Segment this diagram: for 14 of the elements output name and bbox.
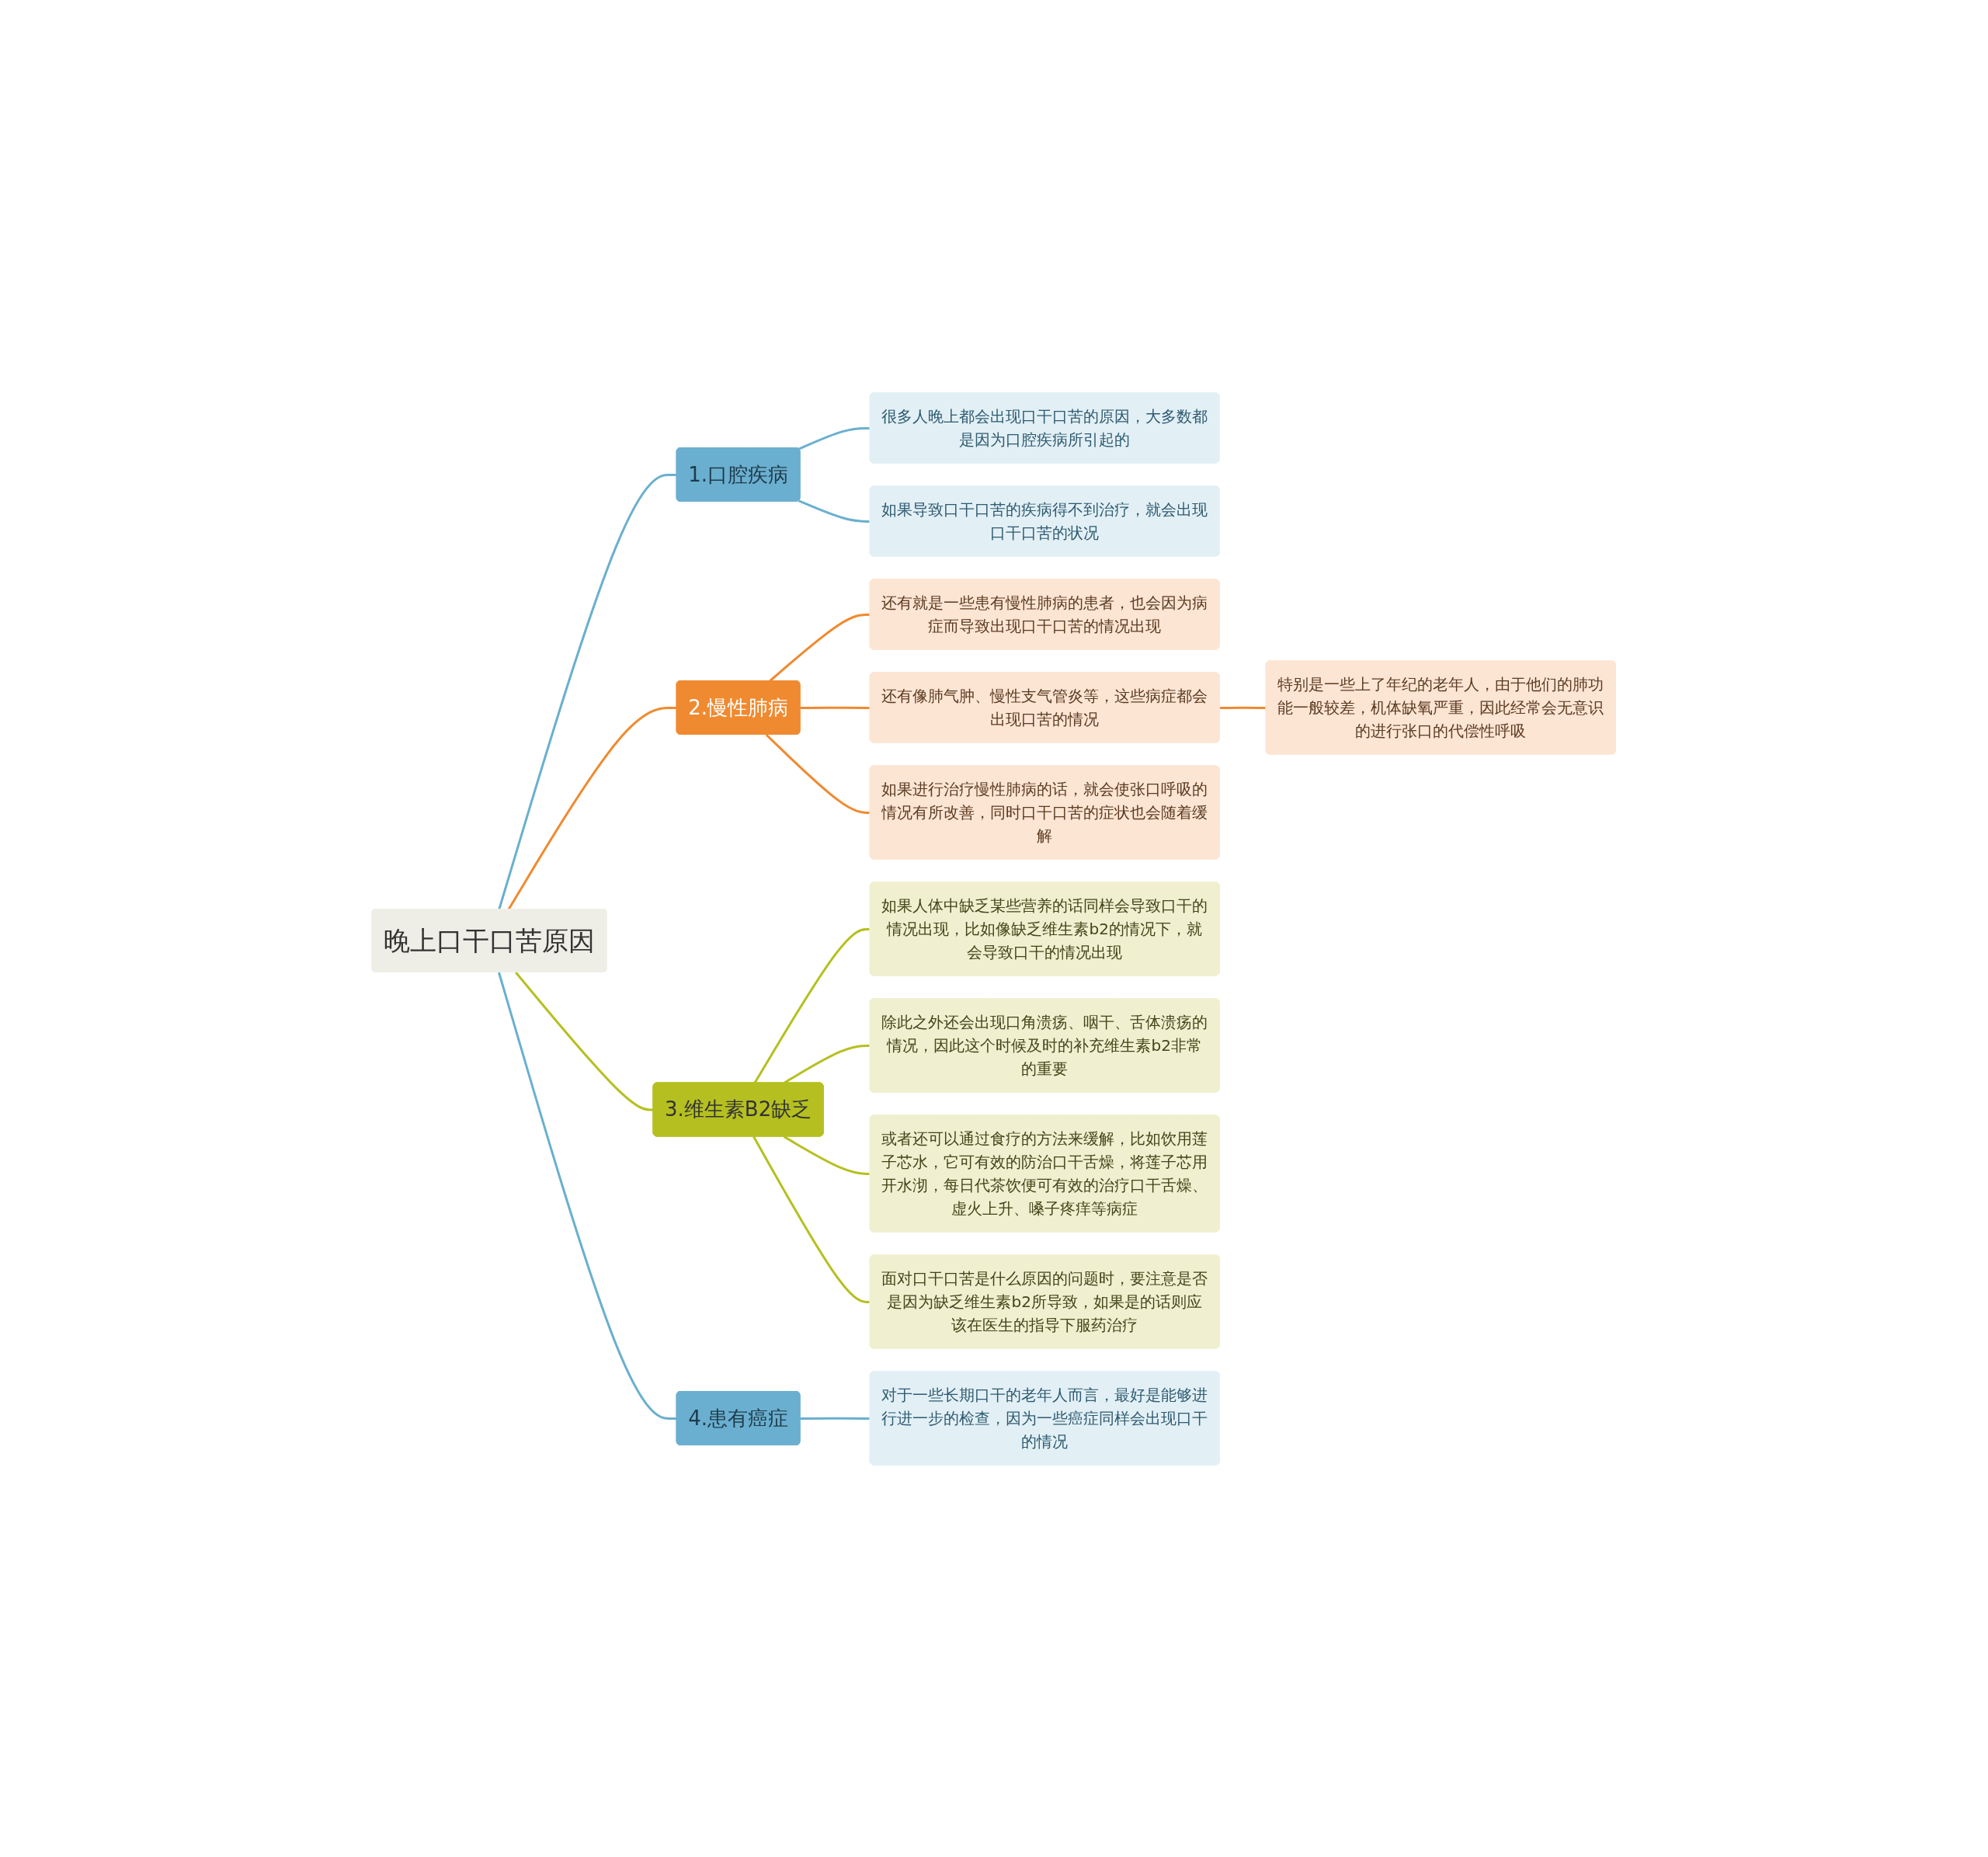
connector [766,733,871,814]
connector [800,706,871,709]
connector [752,1135,871,1303]
connector [800,1417,871,1420]
connector [784,1135,871,1175]
connector [498,473,678,909]
connector [753,927,871,1083]
connector [798,426,871,450]
connector [515,971,654,1111]
connector [508,706,678,910]
connector [498,972,678,1420]
connector [769,613,871,682]
connector [1220,706,1267,709]
connector [798,499,871,523]
